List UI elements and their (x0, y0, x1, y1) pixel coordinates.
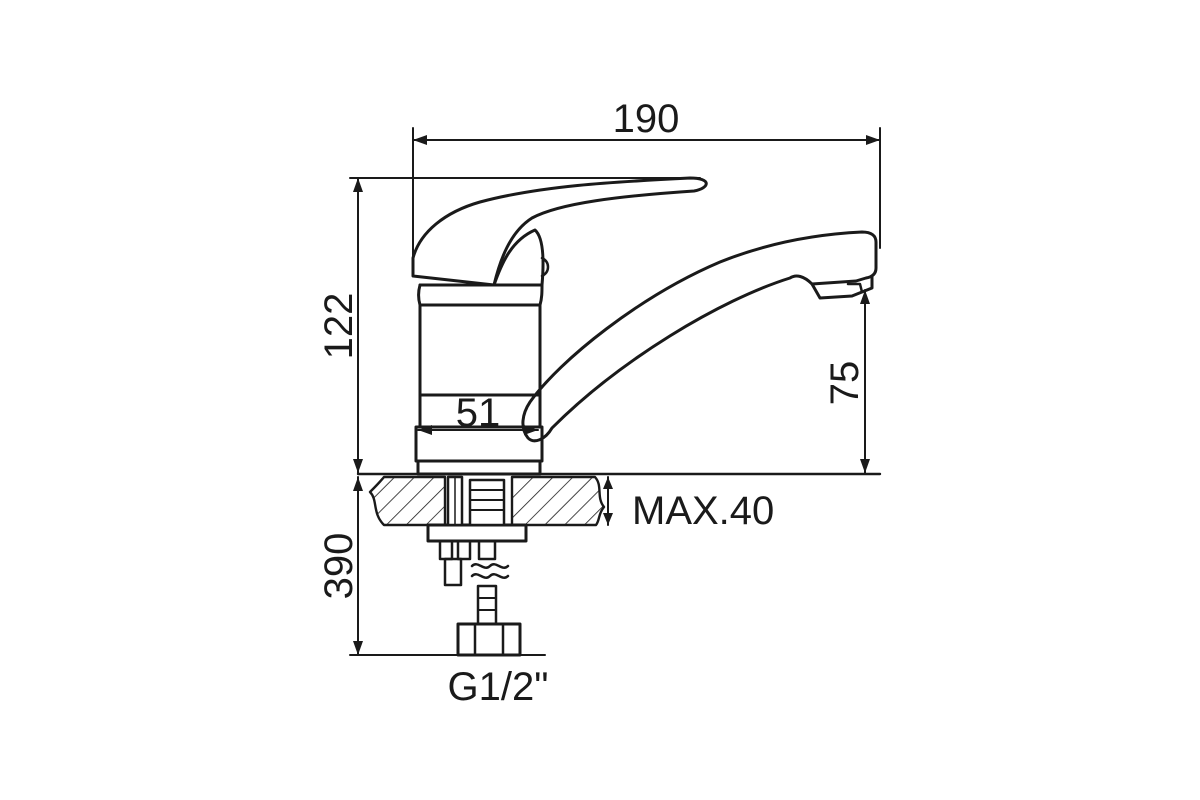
label-height: 122 (317, 293, 361, 360)
dimension-height (349, 177, 701, 474)
spout-aerator (810, 274, 874, 300)
label-hose-length: 390 (317, 533, 361, 600)
label-counter-thickness: MAX.40 (632, 489, 774, 533)
spout (521, 230, 878, 443)
dimension-overall-width (412, 127, 881, 271)
hose-connection-nut (456, 622, 522, 657)
mounting-assembly (426, 475, 528, 587)
dimension-spout-height (860, 289, 870, 474)
faucet-body (414, 283, 544, 476)
label-body-diameter: 51 (456, 391, 501, 435)
dimension-counter-thickness (603, 476, 613, 526)
label-overall-width: 190 (613, 97, 680, 141)
counter-section (368, 475, 606, 527)
flexible-hose (470, 539, 510, 626)
lever-pivot (540, 256, 550, 278)
label-spout-height: 75 (823, 361, 867, 406)
spout-aerator-detail (846, 282, 864, 294)
label-connection-thread: G1/2" (448, 665, 549, 709)
lever-inner-contour (492, 228, 545, 287)
lever-handle (411, 176, 708, 287)
